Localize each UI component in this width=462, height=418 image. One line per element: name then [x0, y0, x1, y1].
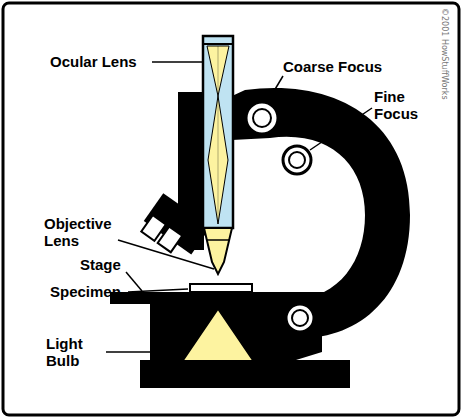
nosepiece	[138, 193, 211, 262]
part-label: Coarse Focus	[283, 58, 382, 75]
watermark: ©2001 HowStuffWorks	[440, 8, 449, 100]
part-label: Objective Lens	[44, 215, 124, 249]
base	[140, 360, 350, 388]
part-label: Light Bulb	[46, 335, 104, 369]
part-label: Fine Focus	[374, 88, 432, 122]
part-label: Stage	[80, 256, 121, 273]
coarse-focus-knob	[246, 102, 278, 134]
part-label: Specimen	[50, 283, 121, 300]
leader-lines	[106, 62, 372, 352]
tube	[203, 36, 233, 228]
frame	[3, 3, 459, 415]
stage-plate	[110, 292, 342, 304]
part-label: Ocular Lens	[50, 53, 137, 70]
light-cone	[182, 309, 254, 362]
fine-focus-knob	[283, 146, 311, 174]
specimen-slide	[190, 284, 252, 292]
lower-knob	[286, 304, 314, 332]
